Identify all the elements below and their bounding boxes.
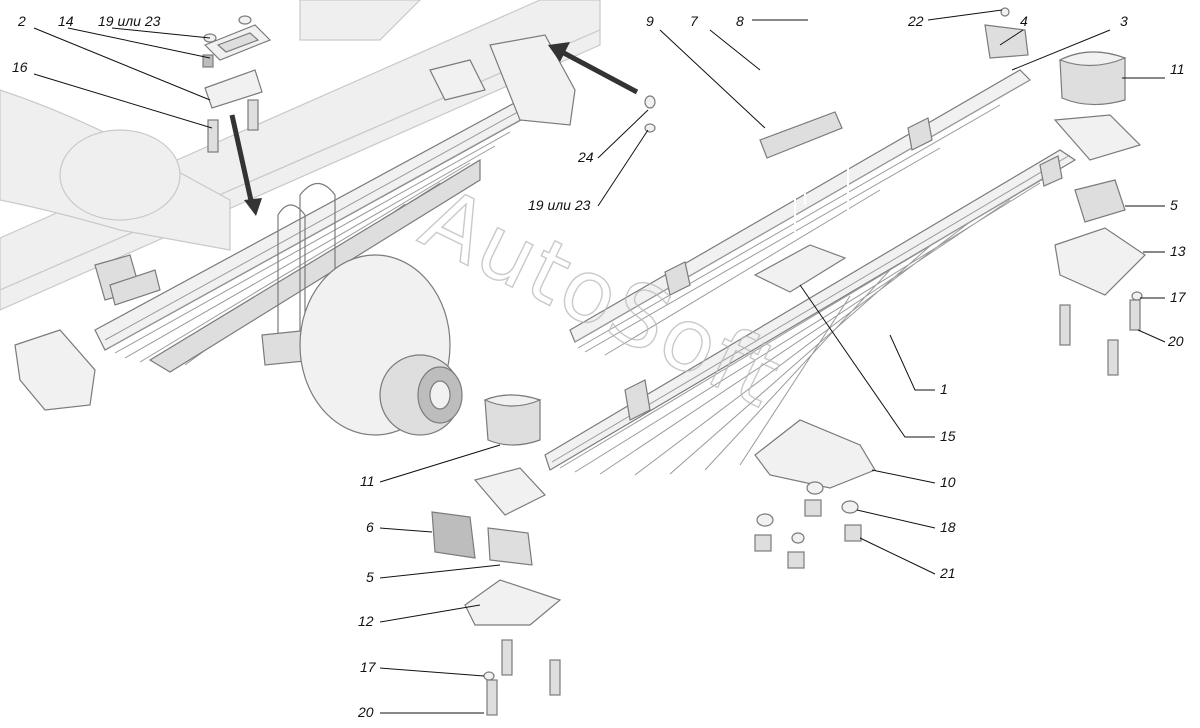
frame-rail-lower	[0, 29, 601, 311]
callout-14: 14	[58, 13, 74, 29]
u-bolt-8	[804, 11, 849, 240]
installed-brackets	[14, 34, 576, 411]
callout-18: 18	[940, 519, 956, 535]
parts-top-left	[202, 15, 272, 153]
callout-17-right: 17	[1170, 289, 1187, 305]
callout-4: 4	[1020, 13, 1028, 29]
callout-20-right: 20	[1167, 333, 1184, 349]
callout-3: 3	[1120, 13, 1128, 29]
rubber-pad-11-left	[483, 394, 542, 446]
bracket-10	[754, 419, 876, 489]
nut-19-b	[238, 15, 252, 25]
callout-2: 2	[17, 13, 26, 29]
callout-17-left: 17	[360, 659, 377, 675]
frame-crossmember	[299, 0, 421, 41]
rubber-pad-11-right	[1058, 51, 1127, 106]
callout-15: 15	[940, 428, 956, 444]
callout-11-right: 11	[1170, 61, 1185, 77]
plate-6	[431, 511, 476, 559]
callout-22: 22	[907, 13, 924, 29]
installed-assembly	[0, 0, 639, 436]
fasteners-bottom	[483, 95, 1143, 716]
callout-19-or-23-left: 19 или 23	[98, 13, 161, 29]
main-leaf-spring-1	[544, 149, 1077, 476]
callout-13: 13	[1170, 243, 1186, 259]
support-5-left	[487, 527, 533, 566]
support-5-right	[1074, 179, 1126, 223]
callout-20-left: 20	[357, 704, 374, 720]
leader-lines	[33, 9, 1166, 714]
callout-6: 6	[366, 519, 374, 535]
wheel-hub	[299, 254, 463, 436]
spacer-pad-2	[204, 69, 263, 109]
end-bracket-right	[1053, 114, 1142, 161]
callout-12: 12	[358, 613, 374, 629]
u-bolt-plate-9	[759, 111, 843, 159]
callout-labels: 2 14 19 или 23 16 9 7 8 22 4 3 11 24 19 …	[12, 13, 1187, 720]
callout-5-left: 5	[366, 569, 374, 585]
u-bolt-7	[756, 41, 796, 235]
callout-9: 9	[646, 13, 654, 29]
bracket-12	[464, 579, 562, 626]
callout-7: 7	[690, 13, 699, 29]
callout-24: 24	[577, 149, 594, 165]
callout-19-or-23-right: 19 или 23	[528, 197, 591, 213]
callout-8: 8	[736, 13, 744, 29]
differential	[59, 129, 181, 221]
watermark-text: AutoSoft	[407, 169, 797, 428]
callout-5-right: 5	[1170, 197, 1178, 213]
callout-16: 16	[12, 59, 28, 75]
bolt-16	[207, 119, 219, 153]
bolt-16-b	[247, 99, 259, 131]
block-14	[202, 54, 214, 68]
auxiliary-spring-3	[569, 69, 1031, 356]
end-bracket-left	[473, 467, 546, 516]
assembly-arrows	[229, 42, 639, 216]
callout-1: 1	[940, 381, 948, 397]
callout-21: 21	[939, 565, 956, 581]
spacer-block-15	[753, 244, 847, 293]
bracket-13	[1054, 227, 1146, 296]
callout-10: 10	[940, 474, 956, 490]
callout-11-left: 11	[360, 473, 375, 489]
